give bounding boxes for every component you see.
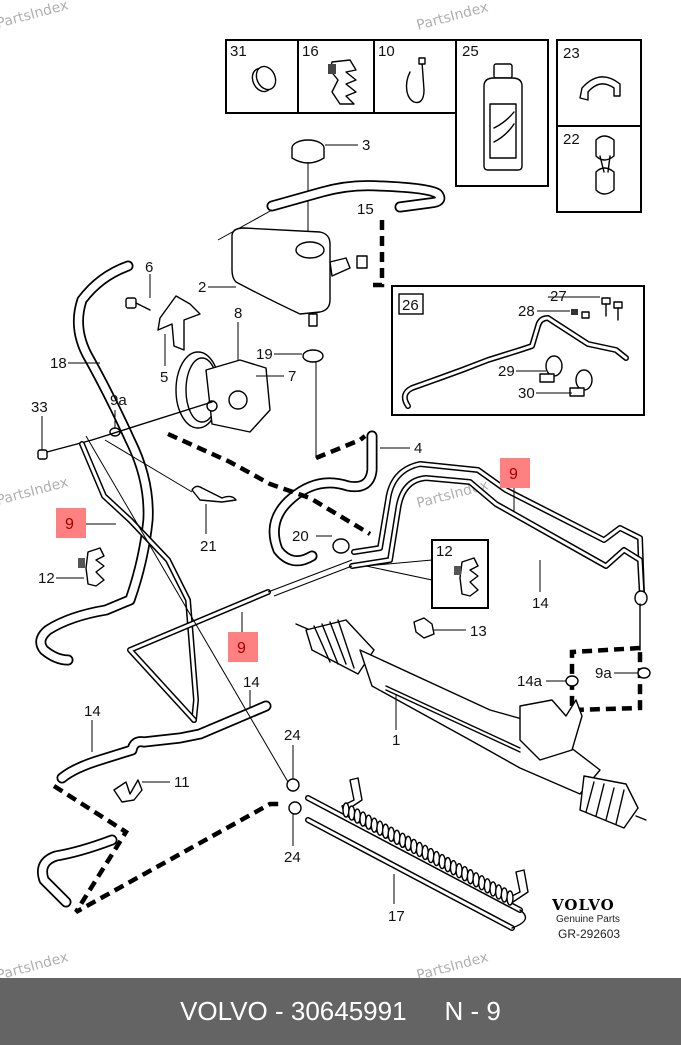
- callout-7: 7: [288, 368, 296, 385]
- clip-inset-12: 12: [365, 539, 489, 609]
- callout-24-top: 24: [284, 727, 301, 744]
- footer-position: N - 9: [444, 996, 501, 1026]
- inset-label-25: 25: [462, 43, 479, 60]
- callout-8: 8: [234, 305, 242, 322]
- callout-14-left: 14: [84, 703, 101, 720]
- brand-block: VOLVO Genuine Parts GR-292603: [551, 896, 620, 941]
- cooler-pipe: 17: [305, 777, 529, 931]
- clamp-19: 19: [256, 346, 324, 458]
- inset-label-22: 22: [563, 131, 580, 148]
- callout-5: 5: [160, 369, 168, 386]
- hose-clamp-icon: [251, 65, 277, 93]
- callout-18: 18: [50, 355, 67, 372]
- subassembly-label-box: [398, 293, 424, 315]
- callout-28: 28: [518, 303, 535, 320]
- callout-9a-top: 9a: [110, 392, 127, 409]
- inset-box-10[interactable]: [373, 39, 457, 114]
- nut-icon: [571, 309, 590, 319]
- callout-14-center: 14: [243, 674, 260, 691]
- genuine-parts-label: Genuine Parts: [556, 914, 620, 925]
- watermark: PartsIndex: [415, 949, 490, 978]
- callout-27: 27: [550, 288, 567, 305]
- clip-11: 11: [113, 774, 190, 803]
- clip-21: 21: [191, 485, 237, 555]
- cooler-fin: [506, 890, 514, 906]
- callout-14a: 14a: [517, 673, 543, 690]
- callout-21: 21: [200, 538, 217, 555]
- callout-4: 4: [414, 440, 422, 457]
- steering-pump: 8 7: [175, 305, 296, 433]
- clamp-20: 20: [292, 528, 350, 554]
- pipe-clip-icon: [328, 59, 357, 105]
- callout-9-center: 9: [237, 640, 246, 657]
- fluid-bottle-icon: [483, 63, 523, 171]
- pressure-line-fittings: 33 9a: [31, 392, 213, 493]
- double-clip-icon: [595, 135, 615, 195]
- cable-tie-icon: [405, 57, 426, 104]
- callout-6: 6: [145, 259, 153, 276]
- parts-diagram: PartsIndex PartsIndex PartsIndex PartsIn…: [0, 0, 651, 978]
- steering-rack: 1: [295, 619, 647, 829]
- callout-29: 29: [498, 363, 515, 380]
- callout-3: 3: [362, 137, 370, 154]
- callout-13: 13: [470, 623, 487, 640]
- callout-1: 1: [392, 732, 400, 749]
- bolt-icon: [601, 297, 623, 321]
- cooler-fins: [342, 802, 514, 906]
- reservoir-cap: 3: [291, 137, 370, 240]
- watermarks: PartsIndex PartsIndex PartsIndex PartsIn…: [0, 0, 490, 978]
- highlight-part-9-center[interactable]: [228, 632, 258, 662]
- footer-bar: VOLVO - 30645991 N - 9: [0, 978, 681, 1045]
- callout-20: 20: [292, 528, 309, 545]
- callout-30: 30: [518, 385, 535, 402]
- reservoir: 2: [198, 227, 368, 327]
- clip-12-left: 12: [38, 547, 105, 587]
- callout-9-right: 9: [509, 466, 518, 483]
- watermark: PartsIndex: [0, 949, 70, 978]
- footer-part-number: VOLVO - 30645991: [180, 996, 407, 1026]
- callout-17: 17: [388, 908, 405, 925]
- callout-12-left: 12: [38, 570, 55, 587]
- inset-label-10: 10: [378, 43, 395, 60]
- callout-11: 11: [174, 774, 190, 791]
- watermark: PartsIndex: [415, 0, 490, 34]
- callout-14-right: 14: [532, 595, 549, 612]
- callout-19: 19: [256, 346, 273, 363]
- inset-label-31: 31: [230, 43, 247, 60]
- watermark: PartsIndex: [0, 474, 70, 508]
- clamp-24: 24 24: [284, 727, 302, 866]
- callout-24-bottom: 24: [284, 849, 301, 866]
- inset-label-23: 23: [563, 45, 580, 62]
- clip-13: 13: [413, 617, 487, 640]
- drawing-number: GR-292603: [558, 927, 620, 941]
- callout-33: 33: [31, 399, 48, 416]
- subassembly-26: 26 27 28 29 30: [391, 285, 645, 416]
- callout-9a-right: 9a: [595, 665, 612, 682]
- callout-15: 15: [357, 201, 374, 218]
- clip-inset-label: 12: [436, 543, 453, 560]
- highlight-part-9-right[interactable]: [500, 458, 530, 488]
- watermark: PartsIndex: [0, 0, 70, 32]
- bracket-5: 6 5: [125, 259, 201, 386]
- highlight-part-9-left[interactable]: [56, 508, 86, 538]
- inset-row: 31 16 10 25 23 22: [225, 39, 642, 213]
- volvo-logo: VOLVO: [551, 896, 615, 914]
- clamp-30-icon: [569, 369, 593, 397]
- half-clamp-icon: [579, 76, 621, 101]
- clamp-29-icon: [539, 355, 563, 383]
- callout-9-left: 9: [65, 516, 74, 533]
- inset-label-16: 16: [302, 43, 319, 60]
- subassembly-label: 26: [402, 297, 419, 314]
- callout-2: 2: [198, 279, 206, 296]
